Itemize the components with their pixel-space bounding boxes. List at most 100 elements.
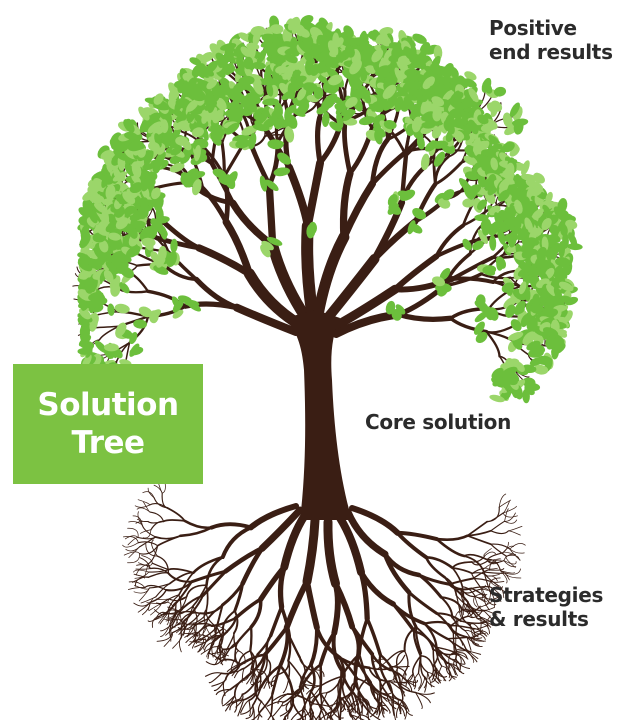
tree-root bbox=[208, 672, 222, 684]
tree-root bbox=[508, 530, 521, 536]
tree-branch bbox=[396, 311, 454, 322]
tree-root bbox=[374, 697, 381, 715]
tree-root bbox=[417, 573, 443, 599]
tree-root bbox=[397, 698, 402, 715]
tree-root bbox=[249, 625, 253, 652]
leaf bbox=[186, 99, 199, 112]
tree-root bbox=[489, 577, 501, 588]
label-middle-text: Core solution bbox=[365, 410, 512, 434]
tree-root bbox=[133, 569, 150, 573]
tree-branch bbox=[321, 253, 380, 325]
leaf bbox=[416, 135, 425, 150]
leaf bbox=[204, 60, 219, 74]
leaf bbox=[103, 269, 114, 283]
leaf bbox=[172, 298, 184, 313]
tree-root bbox=[186, 631, 200, 638]
tree-root bbox=[174, 613, 181, 629]
leaf bbox=[251, 61, 266, 70]
leaf bbox=[152, 158, 162, 174]
tree-root bbox=[483, 571, 506, 574]
leaf bbox=[421, 121, 436, 129]
tree-root bbox=[441, 665, 451, 679]
tree-root bbox=[378, 653, 388, 683]
tree-root bbox=[147, 520, 165, 524]
leaf bbox=[297, 40, 310, 54]
leaf bbox=[464, 71, 477, 81]
tree-root bbox=[418, 675, 425, 691]
tree-root bbox=[197, 637, 204, 653]
tree-root bbox=[412, 672, 419, 687]
tree-root bbox=[412, 673, 417, 690]
tree-branch bbox=[229, 199, 277, 249]
tree-root bbox=[433, 669, 448, 678]
tree-root bbox=[147, 545, 159, 565]
leaf bbox=[531, 208, 544, 221]
tree-root bbox=[490, 581, 503, 590]
tree-root bbox=[381, 700, 385, 718]
tree-root bbox=[365, 678, 376, 700]
tree-root bbox=[471, 572, 481, 588]
tree-root bbox=[192, 631, 201, 643]
leaf bbox=[190, 171, 206, 179]
tree-branch bbox=[209, 161, 236, 206]
tree-root bbox=[127, 553, 140, 564]
leaf bbox=[315, 45, 329, 54]
leaf bbox=[138, 106, 150, 121]
tree-root bbox=[464, 649, 478, 663]
tree-root bbox=[350, 714, 354, 720]
leaf bbox=[110, 282, 121, 297]
tree-root bbox=[267, 714, 272, 720]
tree-root bbox=[358, 569, 370, 622]
tree-root bbox=[209, 522, 253, 530]
leaf bbox=[101, 172, 110, 189]
tree-root bbox=[454, 652, 469, 660]
tree-root bbox=[178, 571, 195, 596]
label-top-line-2: end results bbox=[489, 40, 613, 64]
tree-root bbox=[146, 602, 162, 605]
leaf bbox=[394, 67, 404, 83]
tree-root bbox=[395, 650, 406, 669]
tree-root bbox=[498, 499, 512, 508]
tree-root bbox=[490, 520, 506, 532]
tree-root bbox=[504, 572, 522, 579]
tree-branch bbox=[163, 221, 202, 251]
tree-root bbox=[423, 622, 438, 649]
tree-root bbox=[136, 518, 149, 523]
leaf bbox=[450, 100, 465, 110]
tree-root bbox=[192, 605, 198, 625]
tree-root bbox=[490, 591, 502, 602]
leaf bbox=[104, 343, 119, 352]
leaf bbox=[238, 75, 255, 86]
tree-root bbox=[165, 580, 193, 592]
tree-root bbox=[206, 644, 214, 658]
tree-root bbox=[248, 679, 259, 702]
leaf bbox=[153, 93, 164, 105]
leaf bbox=[94, 340, 107, 353]
tree-root bbox=[318, 631, 337, 667]
tree-root bbox=[392, 702, 406, 717]
leaf bbox=[171, 108, 183, 117]
leaf bbox=[434, 84, 446, 98]
tree-root bbox=[214, 625, 229, 633]
tree-branch bbox=[301, 220, 318, 318]
tree-root bbox=[237, 699, 245, 717]
tree-root bbox=[471, 627, 488, 637]
tree-root bbox=[133, 601, 151, 607]
tree-branch bbox=[370, 149, 409, 187]
tree-root bbox=[427, 671, 432, 688]
leaf bbox=[477, 114, 489, 125]
tree-root bbox=[326, 675, 343, 694]
tree-root bbox=[475, 590, 487, 596]
tree-branch bbox=[448, 316, 489, 334]
leaf bbox=[123, 119, 135, 133]
tree-root bbox=[374, 689, 388, 702]
leaf bbox=[431, 140, 449, 149]
tree-root bbox=[388, 667, 398, 682]
leaf bbox=[115, 322, 127, 338]
leaf bbox=[439, 268, 451, 281]
tree-root bbox=[213, 628, 224, 643]
leaf bbox=[304, 59, 314, 76]
tree-root bbox=[133, 587, 150, 594]
tree-root bbox=[128, 521, 143, 526]
leaf bbox=[336, 112, 344, 129]
